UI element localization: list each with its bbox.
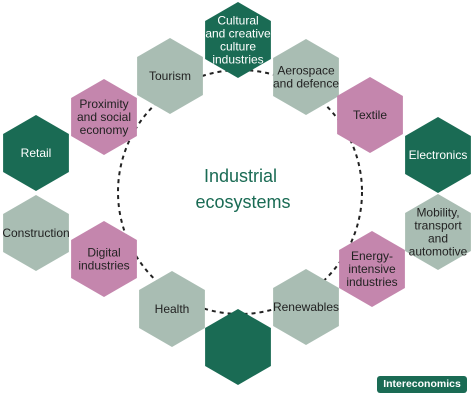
hexagon-shape-renewables: [273, 269, 339, 345]
hexagon-shape-mobility: [405, 194, 471, 270]
hexagon-label-line: Proximity: [79, 97, 128, 111]
hexagon-label-electronics: Electronics: [409, 148, 468, 162]
hexagon-label-line: and social: [77, 110, 131, 124]
hexagon-label-construction: Construction: [2, 226, 69, 240]
hexagon-shape-construction: [3, 195, 69, 271]
hexagon-construction: Construction: [2, 195, 70, 271]
center-label-line-2: ecosystems: [195, 192, 290, 212]
hexagon-label-line: Retail: [21, 146, 52, 160]
hexagon-renewables: Renewables: [273, 269, 339, 345]
hexagon-label-line: Textile: [353, 108, 387, 122]
hexagon-label-line: and defence: [273, 77, 339, 91]
hexagon-label-line: culture: [220, 40, 256, 54]
hexagon-label-line: intensive: [348, 262, 396, 276]
hexagon-label-line: economy: [80, 123, 129, 137]
hexagon-electronics: Electronics: [405, 117, 471, 193]
hexagon-shape-aerospace: [273, 39, 339, 115]
hexagon-label-line: industries: [346, 275, 397, 289]
hexagon-label-line: Aerospace: [277, 64, 335, 78]
hexagon-blank: [205, 309, 271, 385]
hexagon-retail: Retail: [3, 115, 69, 191]
hexagon-label-line: transport: [414, 219, 462, 233]
hexagon-health: Health: [139, 271, 205, 347]
hexagon-label-health: Health: [155, 302, 190, 316]
hexagon-label-line: Mobility,: [416, 206, 459, 220]
center-label-line-1: Industrial: [204, 166, 277, 186]
hexagon-shape-electronics: [405, 117, 471, 193]
hexagon-shape-textile: [337, 77, 403, 153]
source-badge: Intereconomics: [377, 376, 467, 393]
hexagon-label-retail: Retail: [21, 146, 52, 160]
hexagon-label-line: and: [428, 232, 448, 246]
hexagon-label-renewables: Renewables: [273, 300, 339, 314]
hexagon-shape-proximity: [71, 79, 137, 155]
center-label: Industrial ecosystems: [195, 166, 290, 212]
ecosystem-ring: [117, 69, 363, 315]
hexagon-shape-health: [139, 271, 205, 347]
hexagon-label-textile: Textile: [353, 108, 387, 122]
hexagon-shape-retail: [3, 115, 69, 191]
hexagon-shape-tourism: [137, 38, 203, 114]
hexagon-label-line: automotive: [409, 245, 468, 259]
hexagon-label-line: Cultural: [217, 14, 258, 28]
hexagon-shape-energy: [339, 231, 405, 307]
hexagon-label-line: Tourism: [149, 69, 191, 83]
hexagon-textile: Textile: [337, 77, 403, 153]
hexagon-label-line: industries: [212, 53, 263, 67]
hexagon-shape-blank: [205, 309, 271, 385]
hexagon-label-tourism: Tourism: [149, 69, 191, 83]
hexagon-label-line: Energy-: [351, 249, 393, 263]
hexagon-tourism: Tourism: [137, 38, 203, 114]
hexagon-label-line: Digital: [87, 246, 120, 260]
hexagon-label-line: Construction: [2, 226, 69, 240]
hexagon-label-line: and creative: [205, 27, 271, 41]
hexagon-shape-digital: [71, 221, 137, 297]
hexagon-label-line: Electronics: [409, 148, 468, 162]
hexagon-label-line: Renewables: [273, 300, 339, 314]
hexagon-shape-cultural: [205, 2, 271, 78]
hexagon-label-line: industries: [78, 259, 129, 273]
hexagon-label-line: Health: [155, 302, 190, 316]
